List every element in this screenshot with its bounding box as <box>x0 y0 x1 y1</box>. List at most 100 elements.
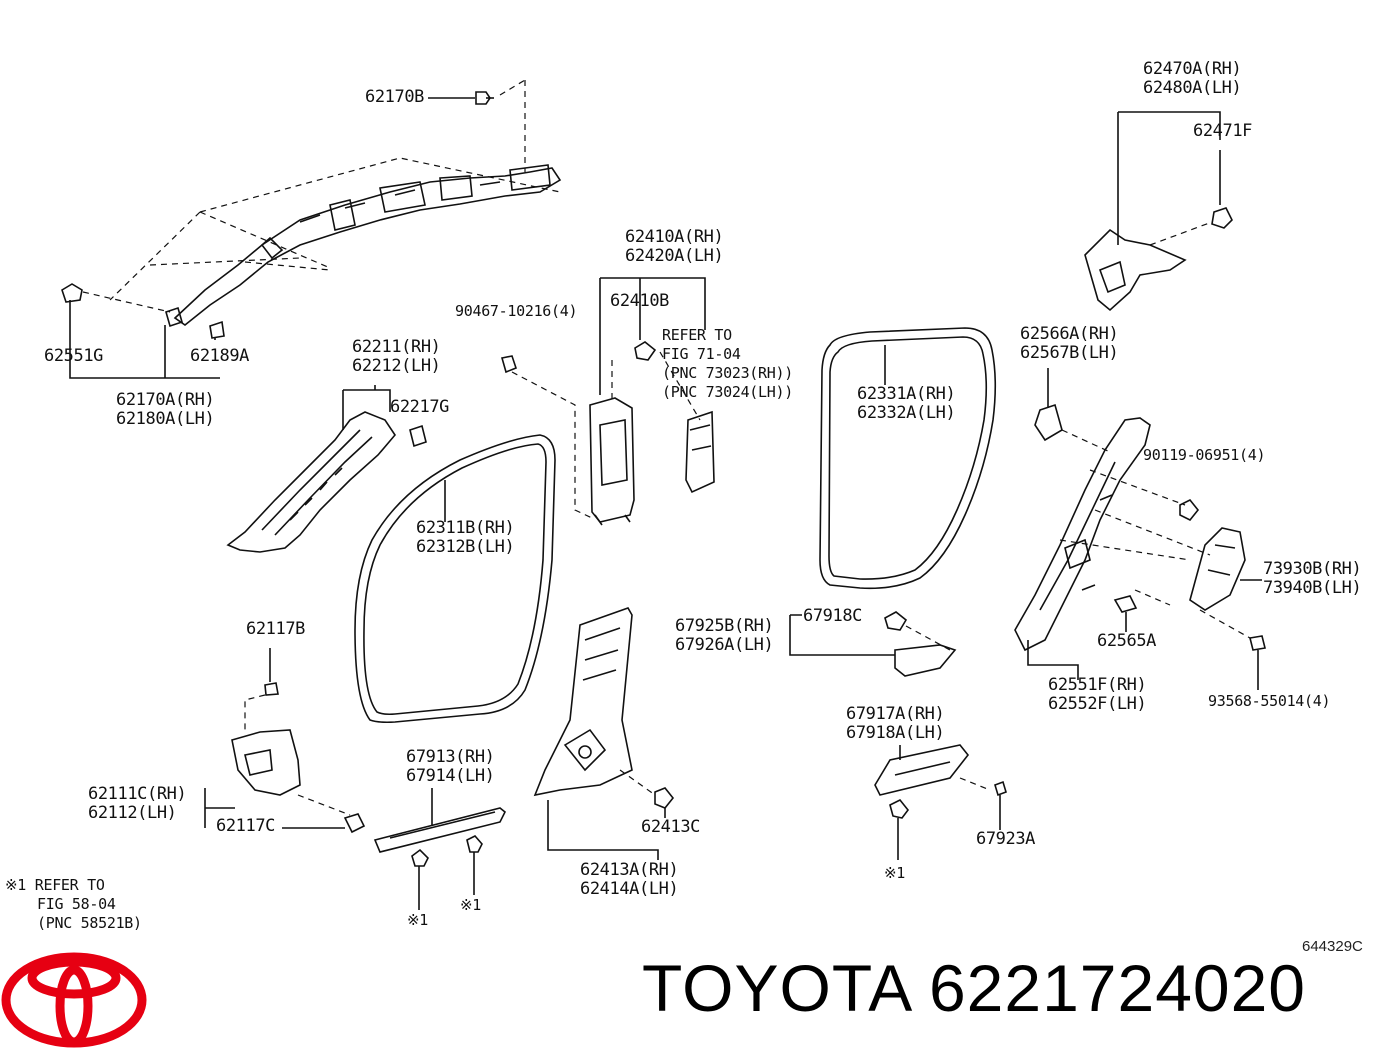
label-67918c: 67918C <box>803 606 863 626</box>
note-ref-3: ※1 <box>884 864 905 882</box>
clip-62566a <box>1034 403 1063 442</box>
toyota-logo-icon <box>1 952 147 1048</box>
clip-67918c <box>884 611 908 631</box>
leader-62111c <box>204 788 235 828</box>
refer-fig71-line2: FIG 71-04 <box>662 345 741 363</box>
label-62566a: 62566A(RH) <box>1020 324 1119 344</box>
label-73940b: 73940B(LH) <box>1263 578 1362 598</box>
clip-67923a <box>994 780 1007 797</box>
leader-67925b <box>789 614 895 656</box>
bolt-62170b <box>428 91 494 105</box>
rear-step-trim <box>874 744 970 796</box>
refer-fig58-line3: (PNC 58521B) <box>37 914 142 932</box>
note-ref-1: ※1 <box>407 911 428 929</box>
screw-90467 <box>500 355 517 374</box>
refer-fig58-line2: FIG 58-04 <box>37 895 116 913</box>
rear-door-weatherstrip <box>819 327 997 590</box>
b-pillar-upper-garnish <box>589 397 635 526</box>
clip-62117c <box>343 813 366 834</box>
note-ref-2: ※1 <box>460 896 481 914</box>
label-62312b: 62312B(LH) <box>416 537 515 557</box>
label-62111c: 62111C(RH) <box>88 784 187 804</box>
label-62170a: 62170A(RH) <box>116 390 215 410</box>
label-62331a: 62331A(RH) <box>857 384 956 404</box>
rear-scuff-plate <box>894 644 957 677</box>
label-62567b: 62567B(LH) <box>1020 343 1119 363</box>
leader-62413a <box>547 800 659 860</box>
label-62414a: 62414A(LH) <box>580 879 679 899</box>
label-62410a: 62410A(RH) <box>625 227 724 247</box>
label-62180a: 62180A(LH) <box>116 409 215 429</box>
screw-93568 <box>1249 635 1266 651</box>
label-62211: 62211(RH) <box>352 337 441 357</box>
label-67913: 67913(RH) <box>406 747 495 767</box>
b-pillar-dashed-guides <box>511 351 701 519</box>
label-73930b: 73930B(RH) <box>1263 559 1362 579</box>
label-67923a: 67923A <box>976 829 1036 849</box>
refer-fig71-line1: REFER TO <box>662 326 732 344</box>
leader-62211 <box>342 385 391 430</box>
clip-62471f <box>1211 207 1233 229</box>
assist-grip-73930b <box>1189 527 1246 611</box>
label-62552f: 62552F(LH) <box>1048 694 1147 714</box>
front-door-weatherstrip <box>354 434 556 724</box>
label-62311b: 62311B(RH) <box>416 518 515 538</box>
label-62170b: 62170B <box>365 87 425 107</box>
clip-62410b <box>634 341 657 361</box>
label-62413a: 62413A(RH) <box>580 860 679 880</box>
label-62112: 62112(LH) <box>88 803 177 823</box>
label-90119: 90119-06951(4) <box>1143 446 1266 464</box>
label-67918a: 67918A(LH) <box>846 723 945 743</box>
clip-rear-step <box>889 798 910 819</box>
bolt-90119 <box>1179 498 1200 522</box>
label-67925b: 67925B(RH) <box>675 616 774 636</box>
c-pillar-dashed-guides <box>1059 429 1251 639</box>
rear-quarter-garnish-upper <box>1084 228 1187 312</box>
clip-62217g <box>409 424 427 448</box>
clip-62189a <box>209 320 225 339</box>
label-62212: 62212(LH) <box>352 356 441 376</box>
leader-62470a <box>1117 111 1221 245</box>
clip-scuff-2 <box>466 835 483 853</box>
label-90467: 90467-10216(4) <box>455 302 578 320</box>
clip-62413c <box>654 787 675 809</box>
clip-62117b <box>264 682 279 696</box>
leader-62170a <box>69 300 220 379</box>
label-67914: 67914(LH) <box>406 766 495 786</box>
label-62410b: 62410B <box>610 291 670 311</box>
brand-part-number: TOYOTA 6221724020 <box>642 951 1307 1025</box>
label-62189a: 62189A <box>190 346 250 366</box>
label-62480a: 62480A(LH) <box>1143 78 1242 98</box>
label-62470a: 62470A(RH) <box>1143 59 1242 79</box>
a-pillar-airbag-assembly <box>173 164 562 326</box>
clip-62551g <box>61 283 83 303</box>
label-62551f: 62551F(RH) <box>1048 675 1147 695</box>
leader-62410a <box>599 277 706 395</box>
figure-code: 644329C <box>1302 938 1363 955</box>
label-62413c: 62413C <box>641 817 701 837</box>
label-62565a: 62565A <box>1097 631 1157 651</box>
clip-62565a <box>1113 595 1138 613</box>
front-scuff-plate <box>373 807 507 853</box>
label-62420a: 62420A(LH) <box>625 246 724 266</box>
label-62117c: 62117C <box>216 816 276 836</box>
label-62117b: 62117B <box>246 619 306 639</box>
refer-fig71-line3: (PNC 73023(RH)) <box>662 364 793 382</box>
leader-62551f <box>1027 640 1079 680</box>
a-pillar-garnish-62211 <box>226 411 397 553</box>
c-pillar-lower-garnish <box>1014 417 1151 652</box>
b-pillar-lower-garnish <box>533 607 633 797</box>
label-62217g: 62217G <box>390 397 450 417</box>
label-93568: 93568-55014(4) <box>1208 692 1331 710</box>
label-62471f: 62471F <box>1193 121 1253 141</box>
label-67917a: 67917A(RH) <box>846 704 945 724</box>
seatbelt-anchor-cover <box>685 410 715 494</box>
clip-scuff-1 <box>411 848 429 867</box>
cowl-side-trim <box>231 729 301 796</box>
label-67926a: 67926A(LH) <box>675 635 774 655</box>
a-pillar-dashed-guides <box>82 79 561 313</box>
refer-fig71-line4: (PNC 73024(LH)) <box>662 383 793 401</box>
clip-62170a-end <box>165 306 183 328</box>
label-62551g: 62551G <box>44 346 104 366</box>
